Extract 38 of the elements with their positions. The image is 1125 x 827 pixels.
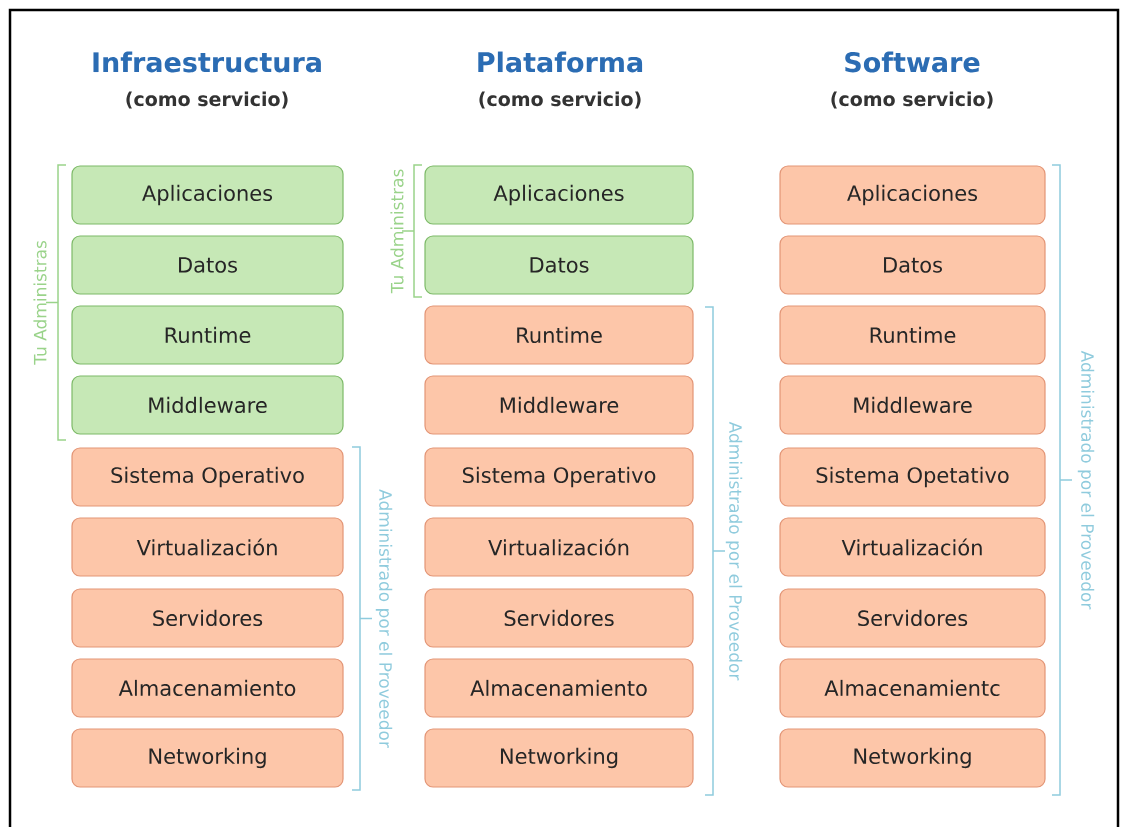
- layer-box: Virtualización: [71, 517, 344, 577]
- layer-box: Almacenamientc: [779, 658, 1046, 718]
- layer-box: Runtime: [71, 305, 344, 365]
- layer-box: Servidores: [424, 588, 694, 648]
- layer-box: Middleware: [71, 375, 344, 435]
- layer-box: Middleware: [779, 375, 1046, 435]
- layer-box: Networking: [71, 728, 344, 788]
- layer-box: Almacenamiento: [71, 658, 344, 718]
- layer-box: Middleware: [424, 375, 694, 435]
- layer-box: Networking: [424, 728, 694, 788]
- layer-box: Datos: [424, 235, 694, 295]
- layer-box: Almacenamiento: [424, 658, 694, 718]
- layer-box: Aplicaciones: [779, 165, 1046, 225]
- layer-box: Virtualización: [779, 517, 1046, 577]
- layer-box: Runtime: [424, 305, 694, 365]
- column-heading: Software: [845, 51, 980, 73]
- column-subheading: (como servicio): [479, 91, 641, 109]
- layer-box: Sistema Operativo: [424, 447, 694, 507]
- layer-box: Virtualización: [424, 517, 694, 577]
- column-heading: Plataforma: [478, 51, 643, 73]
- layer-box: Sistema Operativo: [71, 447, 344, 507]
- layer-box: Servidores: [71, 588, 344, 648]
- layer-box: Sistema Opetativo: [779, 447, 1046, 507]
- layer-box: Aplicaciones: [71, 165, 344, 225]
- layer-box: Datos: [71, 235, 344, 295]
- bracket-label: Administrado por el Proveedor: [725, 421, 743, 681]
- layer-box: Datos: [779, 235, 1046, 295]
- column-heading: Infraestructura: [93, 51, 321, 73]
- layer-box: Aplicaciones: [424, 165, 694, 225]
- bracket-label: Administrado por el Proveedor: [375, 489, 393, 748]
- layer-box: Servidores: [779, 588, 1046, 648]
- layer-box: Networking: [779, 728, 1046, 788]
- layer-box: Runtime: [779, 305, 1046, 365]
- bracket-label: Administrado por el Proveedor: [1077, 350, 1095, 610]
- column-subheading: (como servicio): [126, 91, 288, 109]
- bracket-label: Tu Administras: [390, 169, 404, 294]
- bracket-label: Tu Administras: [33, 240, 47, 365]
- column-subheading: (como servicio): [831, 91, 993, 109]
